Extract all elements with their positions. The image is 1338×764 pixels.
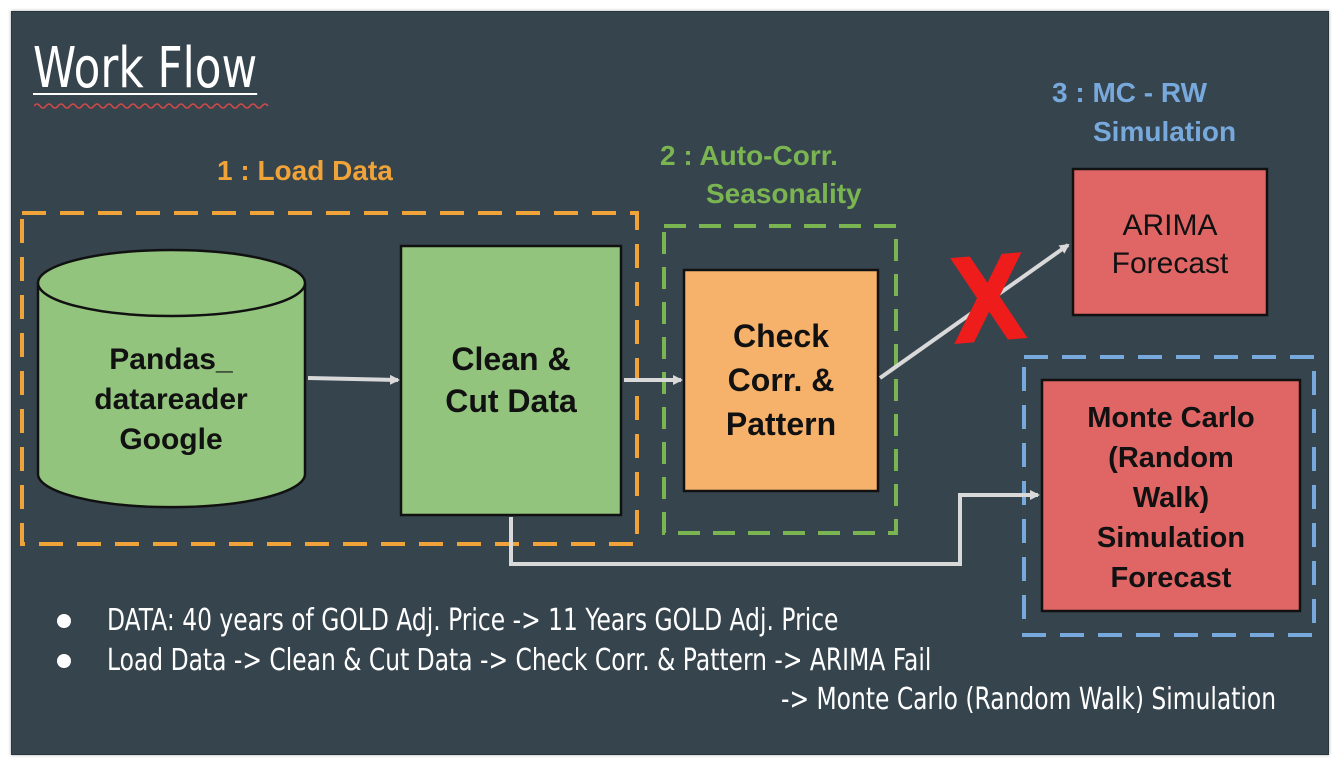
datasource-cylinder <box>36 248 307 509</box>
step-2-label-line1: 2 : Auto-Corr. <box>660 140 838 171</box>
datasource-line: Google <box>119 423 223 456</box>
arrow-datasource-to-clean <box>307 374 400 385</box>
monte-carlo-box <box>1040 378 1302 613</box>
clean-cut-label: Clean & Cut Data <box>401 330 621 430</box>
clean-cut-line: Clean & <box>451 341 571 377</box>
arima-line: Forecast <box>1111 247 1229 280</box>
arima-box <box>1071 167 1269 317</box>
step-3-label-line2: Simulation <box>1093 116 1237 147</box>
datasource-line: datareader <box>94 383 248 416</box>
fail-cross-icon: X <box>945 227 1032 373</box>
monte-carlo-line: Forecast <box>1110 562 1232 594</box>
check-corr-line: Pattern <box>725 406 837 442</box>
monte-carlo-line: (Random <box>1108 442 1234 474</box>
spellcheck-underline <box>34 103 269 109</box>
bullet-pipeline: Load Data -> Clean & Cut Data -> Check C… <box>107 643 932 678</box>
clean-cut-line: Cut Data <box>445 383 577 419</box>
datasource-line: Pandas_ <box>109 343 233 376</box>
check-corr-line: Corr. & <box>727 362 835 398</box>
bullet-data-summary: DATA: 40 years of GOLD Adj. Price -> 11 … <box>107 603 839 638</box>
monte-carlo-line: Monte Carlo <box>1087 402 1255 434</box>
arrow-check-to-arima <box>878 243 1070 380</box>
monte-carlo-line: Walk) <box>1132 482 1210 514</box>
bullet-dot-icon <box>57 614 71 628</box>
monte-carlo-label: Monte Carlo (Random Walk) Simulation For… <box>1042 398 1300 598</box>
check-corr-box <box>682 268 880 493</box>
step-3-label-line1: 3 : MC - RW <box>1052 77 1208 108</box>
clean-cut-box <box>399 244 623 517</box>
slide-title: Work Flow <box>33 36 258 101</box>
arima-label: ARIMA Forecast <box>1073 200 1267 290</box>
arrow-clean-to-montecarlo <box>509 490 1040 566</box>
check-corr-label: Check Corr. & Pattern <box>684 315 878 445</box>
step-1-label: 1 : Load Data <box>217 155 393 186</box>
monte-carlo-line: Simulation <box>1096 522 1246 554</box>
bullet-dot-icon <box>57 654 71 668</box>
step-2-label-line2: Seasonality <box>706 178 862 209</box>
datasource-label: Pandas_ datareader Google <box>36 330 306 470</box>
check-corr-line: Check <box>732 318 830 354</box>
arima-line: ARIMA <box>1122 209 1218 242</box>
bullet-pipeline-continuation: -> Monte Carlo (Random Walk) Simulation <box>781 682 1277 717</box>
